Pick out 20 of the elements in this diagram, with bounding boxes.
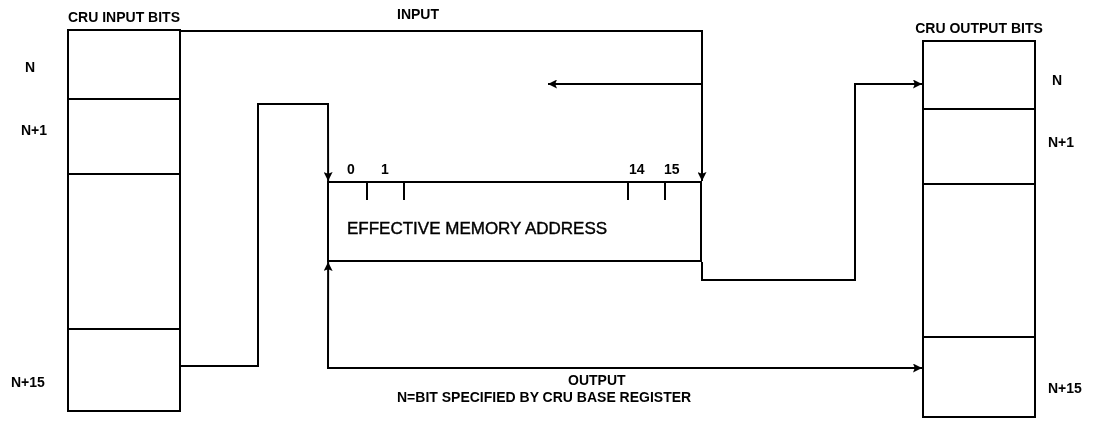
register-label: EFFECTIVE MEMORY ADDRESS <box>347 219 608 239</box>
bit-number: 0 <box>347 161 355 177</box>
arrow <box>323 261 923 373</box>
bit-number: 1 <box>381 161 389 177</box>
edge-label: OUTPUT <box>566 372 628 388</box>
bit-number: 15 <box>664 161 680 177</box>
bit-label: N+15 <box>11 374 45 390</box>
arrow <box>180 103 333 367</box>
bit-label: N+15 <box>1048 380 1082 396</box>
bit-label: N+1 <box>21 122 48 138</box>
arrow <box>701 79 923 281</box>
column-heading: CRU INPUT BITS <box>68 9 180 25</box>
caption: N=BIT SPECIFIED BY CRU BASE REGISTER <box>397 389 692 405</box>
register-box <box>327 181 702 262</box>
bit-number: 14 <box>629 161 645 177</box>
bit-label: N+1 <box>1048 134 1075 150</box>
column-heading: CRU OUTPUT BITS <box>915 20 1043 36</box>
bit-label: N <box>25 59 36 75</box>
bit-label: N <box>1052 72 1063 88</box>
edge-label: INPUT <box>395 6 441 22</box>
